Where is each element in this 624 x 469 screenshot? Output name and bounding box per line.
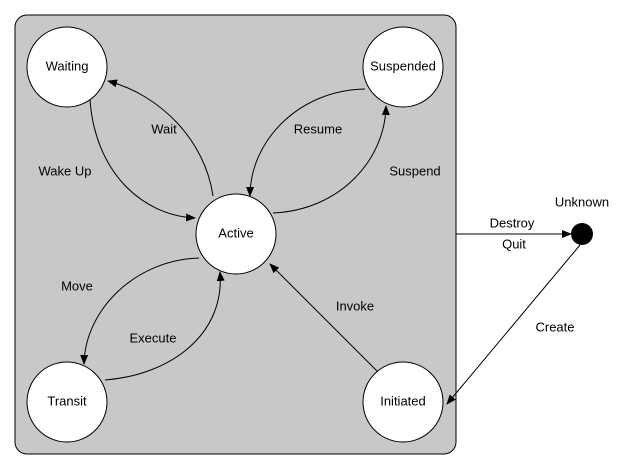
edge-suspend [272, 105, 390, 214]
state-transit-label: Transit [47, 393, 87, 408]
state-waiting: Waiting [26, 26, 108, 108]
edge-label-quit: Quit [502, 236, 526, 251]
edge-invoke [269, 263, 379, 373]
edge-execute [104, 271, 225, 381]
state-transit: Transit [26, 361, 108, 443]
edge-label-invoke: Invoke [336, 298, 374, 313]
edge-wait [107, 79, 214, 197]
state-unknown: Unknown [555, 194, 609, 245]
state-initiated-label: Initiated [380, 393, 426, 408]
state-initiated: Initiated [362, 361, 444, 443]
edge-wake-up [89, 99, 196, 222]
state-unknown-label: Unknown [555, 194, 609, 209]
edge-move [80, 257, 200, 365]
edge-resume [246, 88, 366, 197]
edge-label-wake-up: Wake Up [39, 163, 92, 178]
state-suspended-label: Suspended [370, 58, 436, 73]
state-active-label: Active [218, 225, 253, 240]
edge-label-resume: Resume [294, 121, 342, 136]
edge-label-destroy: Destroy [490, 215, 535, 230]
edge-label-move: Move [61, 278, 93, 293]
state-active: Active [195, 193, 277, 275]
edge-create [446, 244, 581, 405]
state-waiting-label: Waiting [46, 58, 89, 73]
edge-label-wait: Wait [151, 121, 177, 136]
edge-label-create: Create [535, 319, 574, 334]
edge-label-execute: Execute [130, 330, 177, 345]
edge-label-suspend: Suspend [389, 163, 440, 178]
state-suspended: Suspended [362, 26, 444, 108]
terminal-node [571, 223, 593, 245]
